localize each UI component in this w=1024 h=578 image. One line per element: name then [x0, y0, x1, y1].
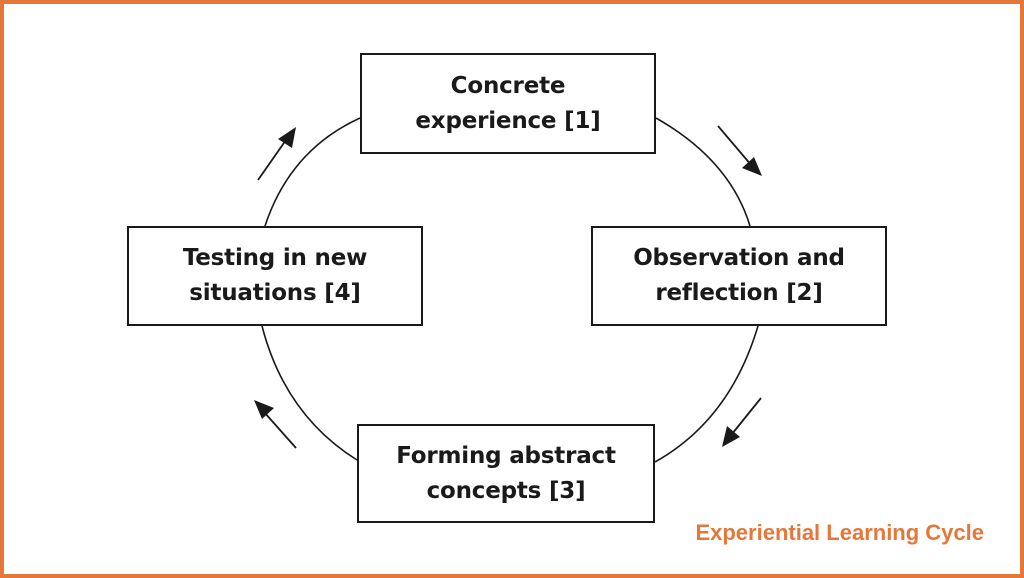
- node-label-line: Observation and: [633, 245, 845, 271]
- cycle-arc-top-left: [264, 117, 361, 227]
- arrow-1-to-2: [717, 125, 762, 176]
- arrow-4-to-1: [257, 127, 296, 181]
- node-concrete-experience: Concrete experience [1]: [360, 53, 656, 154]
- arrow-2-to-3: [722, 397, 762, 447]
- node-label-line: reflection [2]: [655, 280, 823, 306]
- cycle-arc-top-right: [655, 117, 751, 227]
- node-label-line: Forming abstract: [396, 442, 616, 469]
- node-label-line: Testing in new: [182, 245, 368, 271]
- cycle-arc-bottom-right: [654, 325, 759, 463]
- node-testing-new-situations: Testing in new situations [4]: [127, 226, 423, 326]
- node-label-line: situations [4]: [189, 280, 361, 306]
- node-forming-abstract-concepts: Forming abstract concepts [3]: [357, 424, 655, 523]
- node-label-line: Concrete: [450, 72, 566, 99]
- node-observation-reflection: Observation and reflection [2]: [591, 226, 887, 326]
- node-label-line: concepts [3]: [426, 477, 586, 504]
- diagram-caption: Experiential Learning Cycle: [695, 520, 984, 545]
- cycle-arc-bottom-left: [261, 325, 358, 461]
- node-label-line: experience [1]: [415, 107, 601, 134]
- arrow-3-to-4: [254, 400, 297, 449]
